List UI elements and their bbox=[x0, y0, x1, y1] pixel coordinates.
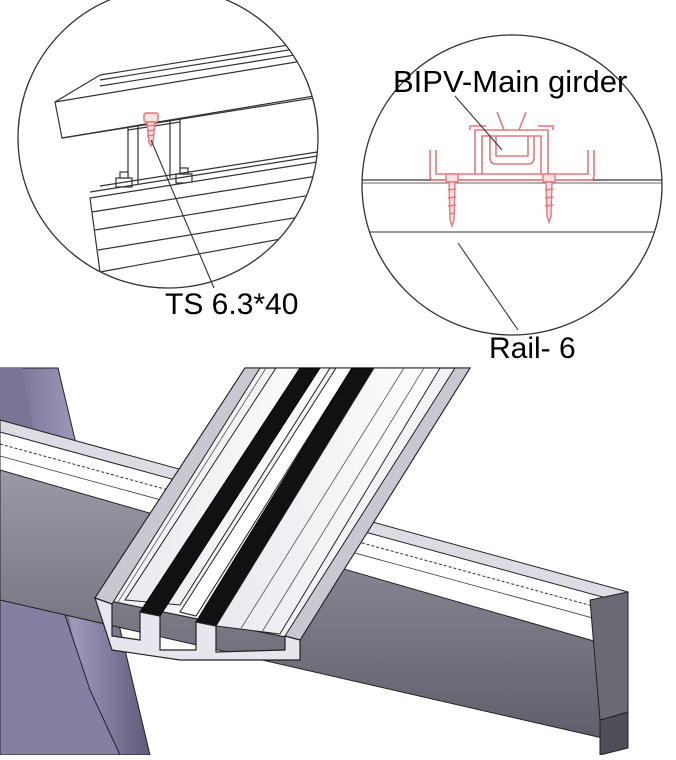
girder-label: BIPV-Main girder bbox=[393, 64, 628, 99]
screw-label: TS 6.3*40 bbox=[165, 288, 299, 321]
rail-profile bbox=[94, 367, 472, 661]
screw-icon-left bbox=[445, 173, 459, 229]
screw-icon-right bbox=[542, 173, 556, 225]
detail-circle-left bbox=[17, 0, 319, 289]
rail-label: Rail- 6 bbox=[489, 332, 576, 365]
lower-rail bbox=[89, 149, 318, 273]
detail-circle-right bbox=[361, 34, 663, 336]
assembly-3d-view bbox=[0, 367, 629, 756]
upper-rail bbox=[54, 39, 318, 139]
leader-girder bbox=[454, 95, 503, 151]
screw-icon bbox=[143, 112, 159, 148]
girder-profile bbox=[429, 111, 595, 181]
leader-rail bbox=[457, 242, 519, 331]
leader-screw bbox=[150, 139, 215, 289]
